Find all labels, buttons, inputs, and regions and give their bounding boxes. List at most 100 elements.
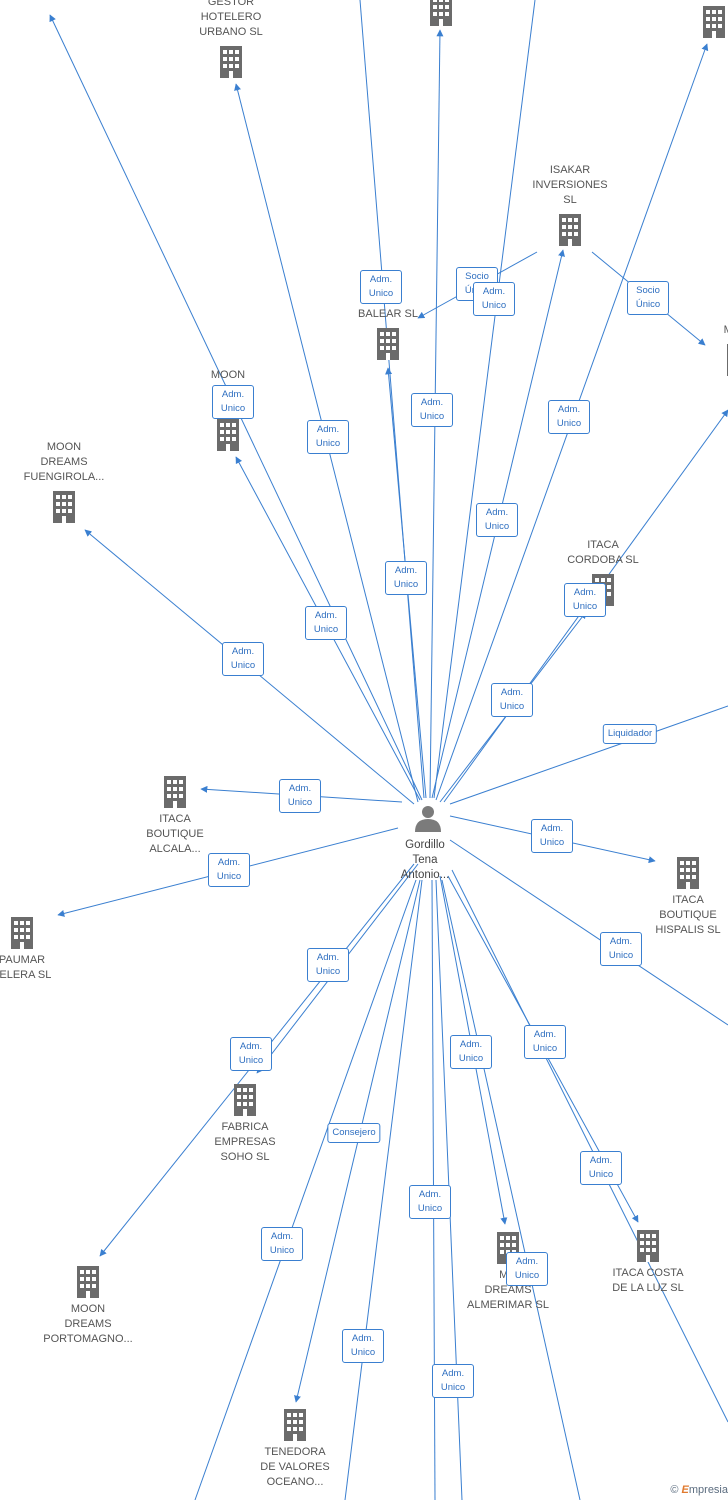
building-icon[interactable] xyxy=(284,1409,306,1441)
edge-label-14[interactable]: Adm. Unico xyxy=(279,779,321,813)
edge-label-3[interactable]: Socio Único xyxy=(627,281,669,315)
building-icon[interactable] xyxy=(703,6,725,38)
edge-label-24[interactable]: Consejero xyxy=(327,1123,381,1143)
edge-label-29[interactable]: Adm. Unico xyxy=(432,1364,474,1398)
node-label-gestor: GESTOR HOTELERO URBANO SL xyxy=(166,0,296,40)
node-label-line: HISPALIS SL xyxy=(655,924,721,936)
node-label-line: BOUTIQUE xyxy=(659,909,717,921)
building-icon[interactable] xyxy=(234,1084,256,1116)
node-label-itaca-hispalis: ITACA BOUTIQUE HISPALIS SL xyxy=(623,893,728,938)
edge-label-20[interactable]: Adm. Unico xyxy=(230,1037,272,1071)
node-label-line: SL xyxy=(563,194,577,206)
edge-label-16[interactable]: Adm. Unico xyxy=(531,819,573,853)
building-icon[interactable] xyxy=(220,46,242,78)
edge-label-0[interactable]: Adm. Unico xyxy=(360,270,402,304)
edge-label-7[interactable]: Adm. Unico xyxy=(548,400,590,434)
node-label-line: MIJ H xyxy=(673,323,728,338)
footer-brand: © Empresia xyxy=(670,1484,728,1496)
edge-label-15[interactable]: Liquidador xyxy=(602,724,658,744)
edge-label-10[interactable]: Adm. Unico xyxy=(305,606,347,640)
edge-label-18[interactable]: Adm. Unico xyxy=(600,932,642,966)
brand-name: mpresia xyxy=(688,1484,728,1496)
edge-label-12[interactable]: Adm. Unico xyxy=(222,642,264,676)
node-label-line: MOON xyxy=(70,1303,106,1315)
edge-23 xyxy=(344,879,423,1500)
node-label-line: ITACA xyxy=(587,539,619,551)
edge-5 xyxy=(433,0,536,799)
center-name-line: Tena xyxy=(412,854,438,866)
node-label-line: CORDOBA SL xyxy=(567,554,639,566)
center-name-line: Gordillo xyxy=(405,839,445,851)
edge-label-28[interactable]: Adm. Unico xyxy=(342,1329,384,1363)
node-label-line: EMPRESAS xyxy=(214,1136,276,1148)
node-label-line: ITACA COSTA xyxy=(612,1267,684,1279)
edge-label-17[interactable]: Adm. Unico xyxy=(208,853,250,887)
node-label-paumar: PAUMARTELERA SL xyxy=(0,953,87,983)
building-icon[interactable] xyxy=(377,328,399,360)
node-label-line: GESTOR xyxy=(207,0,255,8)
building-icon[interactable] xyxy=(677,857,699,889)
node-label-itaca-costa: ITACA COSTA DE LA LUZ SL xyxy=(583,1266,713,1296)
node-label-line: ALCALA... xyxy=(149,843,201,855)
node-label-itaca-cordoba: ITACA CORDOBA SL xyxy=(538,538,668,568)
node-label-line: FABRICA xyxy=(221,1121,269,1133)
node-label-line: ITACA xyxy=(159,813,191,825)
building-icon[interactable] xyxy=(637,1230,659,1262)
node-label-line: URBANO SL xyxy=(199,26,263,38)
edge-label-26[interactable]: Adm. Unico xyxy=(261,1227,303,1261)
building-icon[interactable] xyxy=(430,0,452,26)
edge-label-8[interactable]: Adm. Unico xyxy=(476,503,518,537)
node-label-line: DREAMS xyxy=(40,456,88,468)
node-label-line: TELERA SL xyxy=(0,969,52,981)
node-label-line: PORTOMAGNO... xyxy=(43,1333,133,1345)
building-icon[interactable] xyxy=(164,776,186,808)
node-label-line: DE LA LUZ SL xyxy=(612,1282,684,1294)
building-icon[interactable] xyxy=(217,419,239,451)
edge-label-23[interactable]: Adm. Unico xyxy=(580,1151,622,1185)
node-label-line: MA xyxy=(673,308,728,323)
edge-label-2[interactable]: Adm. Unico xyxy=(473,282,515,316)
edge-4 xyxy=(359,0,425,799)
node-label-line: ITACA xyxy=(672,894,704,906)
node-label-line: OCEANO... xyxy=(266,1476,324,1488)
edge-label-27[interactable]: Adm. Unico xyxy=(506,1252,548,1286)
edge-12 xyxy=(449,705,728,805)
building-icon[interactable] xyxy=(53,491,75,523)
edge-label-5[interactable]: Adm. Unico xyxy=(411,393,453,427)
node-label-line: DREAMS xyxy=(64,1318,112,1330)
edge-27 xyxy=(451,869,728,1423)
edge-label-19[interactable]: Adm. Unico xyxy=(307,948,349,982)
edge-label-13[interactable]: Adm. Unico xyxy=(491,683,533,717)
edge-label-11[interactable]: Adm. Unico xyxy=(564,583,606,617)
edge-label-21[interactable]: Adm. Unico xyxy=(450,1035,492,1069)
brand-initial: E xyxy=(681,1484,689,1496)
icons-layer xyxy=(11,0,728,1441)
node-label-moon-portomagno: MOON DREAMS PORTOMAGNO... xyxy=(23,1302,153,1347)
center-name-line: Antonio... xyxy=(400,869,450,881)
copyright-symbol: © xyxy=(670,1484,679,1496)
node-label-line: HOTELERO xyxy=(200,11,262,23)
building-icon[interactable] xyxy=(77,1266,99,1298)
edge-label-25[interactable]: Adm. Unico xyxy=(409,1185,451,1219)
edge-label-4[interactable]: Adm. Unico xyxy=(212,385,254,419)
edge-label-6[interactable]: Adm. Unico xyxy=(307,420,349,454)
edge-26 xyxy=(441,879,581,1500)
building-icon[interactable] xyxy=(559,214,581,246)
edge-label-22[interactable]: Adm. Unico xyxy=(524,1025,566,1059)
building-icon[interactable] xyxy=(11,917,33,949)
node-label-line: TENEDORA xyxy=(264,1446,326,1458)
node-label-line: ALMERIMAR SL xyxy=(467,1299,549,1311)
person-icon[interactable] xyxy=(415,806,441,832)
node-label-line: MOON xyxy=(210,369,246,381)
node-label-line: BALEAR SL xyxy=(358,308,418,320)
edge-16 xyxy=(449,839,728,1026)
edge-22 xyxy=(194,879,417,1500)
edge-label-9[interactable]: Adm. Unico xyxy=(385,561,427,595)
node-label-line: MOON xyxy=(46,441,82,453)
